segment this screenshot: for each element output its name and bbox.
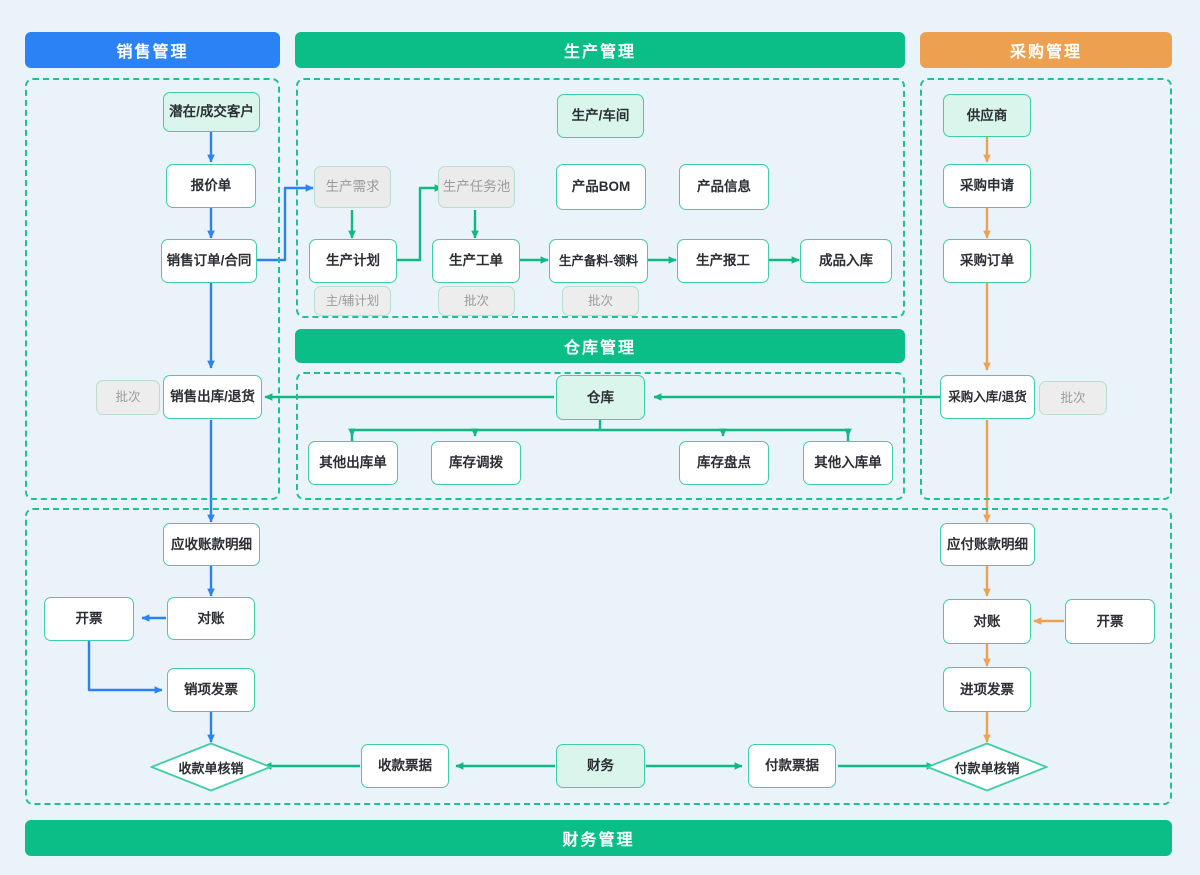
node-payment-document[interactable]: 付款票据 [748,744,836,788]
node-other-inbound[interactable]: 其他入库单 [803,441,893,485]
node-purchase-inbound[interactable]: 采购入库/退货 [940,375,1035,419]
purchase-section-boundary [920,78,1172,500]
tag-main-sub-plan: 主/辅计划 [314,286,391,316]
node-production-work-order[interactable]: 生产工单 [432,239,520,283]
node-input-invoice[interactable]: 进项发票 [943,667,1031,712]
diamond-payment-clearing-label: 付款单核销 [954,760,1020,776]
diamond-shape-icon [150,742,272,792]
node-finance-hub[interactable]: 财务 [556,744,645,788]
diamond-shape-icon [926,742,1048,792]
node-ap-detail[interactable]: 应付账款明细 [940,523,1035,566]
node-warehouse[interactable]: 仓库 [556,375,645,420]
node-finished-goods-inbound[interactable]: 成品入库 [800,239,892,283]
band-warehouse-management: 仓库管理 [295,329,905,363]
diamond-payment-clearing[interactable]: 付款单核销 [926,742,1048,792]
band-purchase-management: 采购管理 [920,32,1172,68]
node-sales-outbound[interactable]: 销售出库/退货 [163,375,262,419]
node-production-demand[interactable]: 生产需求 [314,166,391,208]
node-sales-order[interactable]: 销售订单/合同 [161,239,257,283]
node-ap-reconciliation[interactable]: 对账 [943,599,1031,644]
node-stock-transfer[interactable]: 库存调拨 [431,441,521,485]
node-production-report[interactable]: 生产报工 [677,239,769,283]
node-ap-invoicing[interactable]: 开票 [1065,599,1155,644]
node-ar-detail[interactable]: 应收账款明细 [163,523,260,566]
node-output-invoice[interactable]: 销项发票 [167,668,255,712]
node-quotation[interactable]: 报价单 [166,164,256,208]
finance-section-boundary [25,508,1172,805]
node-production-picking[interactable]: 生产备料-领料 [549,239,648,283]
node-ar-reconciliation[interactable]: 对账 [167,597,255,640]
node-product-bom[interactable]: 产品BOM [556,164,646,210]
band-sales-management: 销售管理 [25,32,280,68]
tag-sales-batch: 批次 [96,380,160,415]
node-production-plan[interactable]: 生产计划 [309,239,397,283]
node-supplier[interactable]: 供应商 [943,94,1031,137]
node-purchase-order[interactable]: 采购订单 [943,239,1031,283]
node-production-workshop[interactable]: 生产/车间 [557,94,644,138]
tag-picking-batch: 批次 [562,286,639,316]
warehouse-section-boundary [296,372,905,500]
node-production-task-pool[interactable]: 生产任务池 [438,166,515,208]
tag-work-order-batch: 批次 [438,286,515,316]
band-finance-management: 财务管理 [25,820,1172,856]
node-other-outbound[interactable]: 其他出库单 [308,441,398,485]
band-production-management: 生产管理 [295,32,905,68]
node-ar-invoicing[interactable]: 开票 [44,597,134,641]
node-stock-take[interactable]: 库存盘点 [679,441,769,485]
sales-section-boundary [25,78,280,500]
tag-purchase-batch: 批次 [1039,381,1107,415]
node-purchase-requisition[interactable]: 采购申请 [943,164,1031,208]
node-product-info[interactable]: 产品信息 [679,164,769,210]
node-receipt-document[interactable]: 收款票据 [361,744,449,788]
diamond-receipt-clearing[interactable]: 收款单核销 [150,742,272,792]
node-potential-customer[interactable]: 潜在/成交客户 [163,92,260,132]
diamond-receipt-clearing-label: 收款单核销 [178,760,244,776]
